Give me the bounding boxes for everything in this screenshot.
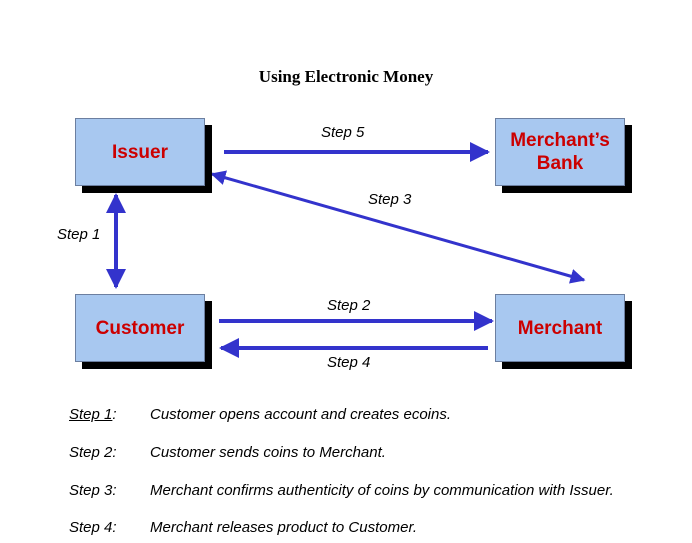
legend-key: Step 1 bbox=[69, 406, 113, 423]
node-customer-label: Customer bbox=[95, 317, 185, 339]
edge-label-step3: Step 3 bbox=[368, 191, 412, 208]
edge-label-step5: Step 5 bbox=[321, 124, 365, 141]
legend-desc: Merchant releases product to Customer. bbox=[150, 519, 418, 536]
node-merchant-label: Merchant bbox=[517, 317, 603, 339]
legend-key: Step 2: bbox=[69, 444, 117, 461]
legend-desc: Customer sends coins to Merchant. bbox=[150, 444, 386, 461]
edge-label-step2: Step 2 bbox=[327, 297, 371, 314]
legend-key: Step 3: bbox=[69, 482, 117, 499]
legend-key-colon: : bbox=[112, 406, 117, 423]
node-merchants-bank: Merchant’s Bank bbox=[495, 118, 625, 186]
diagram-title: Using Electronic Money bbox=[258, 67, 434, 86]
node-issuer: Issuer bbox=[75, 118, 205, 186]
legend-desc: Merchant confirms authenticity of coins … bbox=[150, 482, 614, 499]
edge-label-step4: Step 4 bbox=[327, 354, 371, 371]
arrow-step3 bbox=[210, 170, 586, 284]
node-bank-label-line1: Merchant’s bbox=[510, 130, 610, 151]
node-merchant: Merchant bbox=[495, 294, 625, 362]
node-bank-label-line2: Bank bbox=[536, 153, 584, 174]
legend-desc: Customer opens account and creates ecoin… bbox=[150, 406, 452, 423]
node-issuer-label: Issuer bbox=[112, 141, 168, 163]
legend-key: Step 4: bbox=[69, 519, 117, 536]
edge-label-step1: Step 1 bbox=[57, 226, 101, 243]
node-customer: Customer bbox=[75, 294, 205, 362]
